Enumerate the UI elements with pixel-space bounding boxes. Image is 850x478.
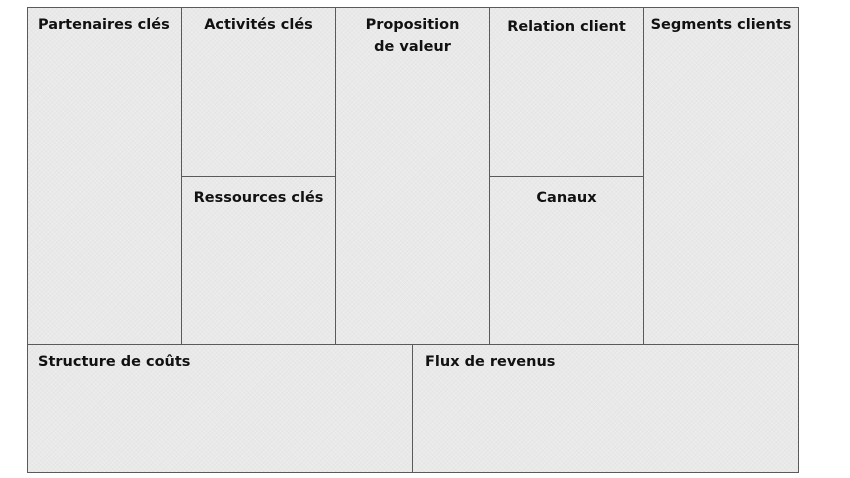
block-customer-relationships-title: Relation client [507, 19, 626, 35]
block-customer-relationships: Relation client [489, 7, 644, 177]
block-key-activities-title: Activités clés [204, 17, 313, 33]
block-value-proposition: Proposition de valeur [335, 7, 490, 345]
block-key-resources-title: Ressources clés [193, 190, 324, 206]
block-value-proposition-title-line1: Proposition [365, 17, 460, 33]
block-channels-title: Canaux [536, 190, 597, 206]
block-customer-segments: Segments clients [643, 7, 799, 345]
block-key-resources: Ressources clés [181, 176, 336, 345]
block-key-partners-title: Partenaires clés [38, 17, 170, 33]
block-cost-structure: Structure de coûts [27, 344, 413, 473]
block-key-activities: Activités clés [181, 7, 336, 177]
block-revenue-streams-title: Flux de revenus [425, 354, 556, 370]
block-customer-segments-title: Segments clients [650, 17, 792, 33]
block-key-partners: Partenaires clés [27, 7, 182, 345]
block-value-proposition-title-line2: de valeur [374, 39, 451, 55]
block-revenue-streams: Flux de revenus [412, 344, 799, 473]
block-channels: Canaux [489, 176, 644, 345]
block-cost-structure-title: Structure de coûts [38, 354, 191, 370]
